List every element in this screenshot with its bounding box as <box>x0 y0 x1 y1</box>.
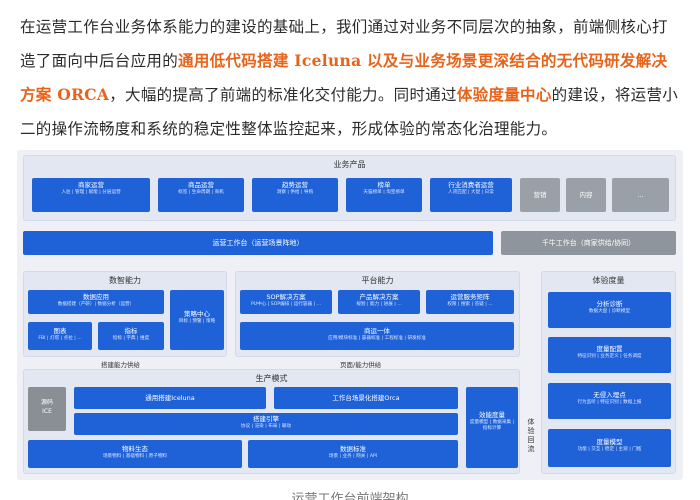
intro-paragraph: 在运营工作台业务体系能力的建设的基础上，我们通过对业务不同层次的抽象，前端侧核心… <box>20 10 682 146</box>
unify-sub: 应用/模块标准 | 容器标准 | 工程标准 | 研发标准 <box>328 336 426 341</box>
business-gray-content: 内容 <box>566 178 606 212</box>
business-gray-marketing: 营销 <box>520 178 560 212</box>
business-item-merchant: 商家运营 入驻 | 管理 | 赋能 | 分层运营 <box>32 178 150 212</box>
business-item-trend: 趋势运营 洞察 | 供给 | 导购 <box>252 178 338 212</box>
experience-item-model: 度量模型 功能 | 交互 | 稳定 | 主观 | 门槛 <box>548 429 671 467</box>
chart-box: 图表 FBI | 灯塔 | 点拉 | ... <box>28 322 92 350</box>
business-item-title: 榜单 <box>377 181 391 189</box>
business-gray-more: ... <box>612 178 669 212</box>
experience-item-sub: 功能 | 交互 | 稳定 | 主观 | 门槛 <box>577 447 642 452</box>
chart-sub: FBI | 灯塔 | 点拉 | ... <box>38 336 82 341</box>
business-gray-title: 内容 <box>579 191 593 199</box>
data-standard-box: 数据标准 场景 | 业务 | 网关 | API <box>248 440 458 468</box>
service-matrix-title: 运营服务矩阵 <box>450 293 490 301</box>
business-item-goods: 商品运营 标签 | 生命周期 | 商机 <box>158 178 244 212</box>
service-matrix-sub: 权限 | 搜索 | 答疑 | ... <box>447 302 493 307</box>
engine-box: 搭建引擎 协议 | 渲染 | 布局 | 联动 <box>74 413 458 435</box>
para-highlight-1: 通用低代码搭建 Iceluna 以及与业务场景更深结合的无代码研发解决方案 OR… <box>20 51 668 104</box>
data-standard-sub: 场景 | 业务 | 网关 | API <box>328 454 378 459</box>
para-text-1: 在运营工作台业务体系能力的建设的基础上，我们通过对业务不同层次的抽象，前端侧核心… <box>20 18 668 70</box>
para-highlight-2: 体验度量中心 <box>456 85 552 104</box>
material-box: 物料生态 场景物料 | 基础物料 | 原子物料 <box>28 440 242 468</box>
sop-sub: PU中心 | SOP编排 | 运行容器 | ... <box>251 302 321 307</box>
experience-item-sub: 数据大盘 | 诊断模型 <box>588 309 631 314</box>
business-item-sub: 人货匹配 | 大促 | 日常 <box>448 190 494 195</box>
business-item-sub: 天猫榜单 | 淘宝榜单 <box>363 190 405 195</box>
source-ice-box: 源码 ICE <box>28 387 66 431</box>
platform-capability-section: 平台能力 SOP解决方案 PU中心 | SOP编排 | 运行容器 | ... 产… <box>235 271 520 357</box>
efficiency-title: 效能度量 <box>479 411 505 419</box>
business-gray-title: 营销 <box>533 191 547 199</box>
business-item-sub: 入驻 | 管理 | 赋能 | 分层运营 <box>61 190 121 195</box>
orca-box: 工作台场景化搭建Orca <box>274 387 458 409</box>
product-solution-box: 产品解决方案 规划 | 能力 | 进展 | ... <box>338 290 420 314</box>
data-app-sub: 数据搭建（产研）| 数据分析（运营） <box>57 302 135 307</box>
business-item-title: 趋势运营 <box>282 181 308 189</box>
material-sub: 场景物料 | 基础物料 | 原子物料 <box>102 454 168 459</box>
orca-title: 工作台场景化搭建Orca <box>332 394 400 402</box>
experience-item-analysis: 分析诊断 数据大盘 | 诊断模型 <box>548 292 671 328</box>
strategy-box: 策略中心 目标 | 预警 | 策略 <box>170 290 224 350</box>
strategy-sub: 目标 | 预警 | 策略 <box>178 319 216 324</box>
experience-item-title: 分析诊断 <box>596 300 623 308</box>
engine-title: 搭建引擎 <box>253 415 279 423</box>
ops-workbench-bar: 运营工作台（运营场景阵地） <box>23 231 493 255</box>
experience-item-tracking: 无侵入埋点 行为监听 | 特征识别 | 数据上报 <box>548 383 671 419</box>
service-matrix-box: 运营服务矩阵 权限 | 搜索 | 答疑 | ... <box>426 290 514 314</box>
iceluna-title: 通用搭建Iceluna <box>145 394 195 402</box>
experience-item-sub: 行为监听 | 特征识别 | 数据上报 <box>577 400 642 405</box>
architecture-diagram: 业务产品 商家运营 入驻 | 管理 | 赋能 | 分层运营 商品运营 标签 | … <box>17 150 683 480</box>
unify-box: 商运一体 应用/模块标准 | 容器标准 | 工程标准 | 研发标准 <box>240 322 514 350</box>
efficiency-box: 效能度量 度量模型 | 数据采集 | 指标计算 <box>466 387 518 468</box>
metric-sub: 指标 | 字典 | 维度 <box>112 336 150 341</box>
material-title: 物料生态 <box>122 445 148 453</box>
business-products-title: 业务产品 <box>333 160 366 169</box>
chart-title: 图表 <box>53 327 67 335</box>
efficiency-sub: 度量模型 | 数据采集 | 指标计算 <box>469 420 515 431</box>
experience-title: 体验度量 <box>592 276 625 285</box>
supply-label-left: 搭建能力供给 <box>101 361 140 369</box>
product-solution-title: 产品解决方案 <box>359 293 399 301</box>
metric-box: 指标 指标 | 字典 | 维度 <box>98 322 164 350</box>
experience-item-sub: 特征识别 | 业务定义 | 任务调度 <box>577 354 642 359</box>
metric-title: 指标 <box>124 327 138 335</box>
experience-item-title: 度量配置 <box>596 345 623 353</box>
qianniu-workbench-bar: 千牛工作台（商家供给/协同） <box>501 231 676 255</box>
data-app-title: 数据应用 <box>83 293 109 301</box>
experience-item-config: 度量配置 特征识别 | 业务定义 | 任务调度 <box>548 337 671 373</box>
business-item-title: 行业消费者运营 <box>448 181 494 189</box>
data-standard-title: 数据标准 <box>340 445 366 453</box>
business-gray-title: ... <box>637 191 644 199</box>
product-solution-sub: 规划 | 能力 | 进展 | ... <box>356 302 402 307</box>
ice-label: ICE <box>42 408 52 415</box>
data-capability-section: 数智能力 数据应用 数据搭建（产研）| 数据分析（运营） 图表 FBI | 灯塔… <box>23 271 227 357</box>
business-item-sub: 洞察 | 供给 | 导购 <box>276 190 314 195</box>
para-text-2: ，大幅的提高了前端的标准化交付能力。同时通过 <box>109 86 457 104</box>
sop-title: SOP解决方案 <box>266 293 306 301</box>
strategy-title: 策略中心 <box>184 310 210 318</box>
production-mode-title: 生产模式 <box>255 374 288 383</box>
platform-capability-title: 平台能力 <box>361 276 394 285</box>
experience-section: 体验度量 分析诊断 数据大盘 | 诊断模型 度量配置 特征识别 | 业务定义 |… <box>541 271 676 474</box>
business-products-section: 业务产品 商家运营 入驻 | 管理 | 赋能 | 分层运营 商品运营 标签 | … <box>23 155 676 221</box>
business-item-title: 商品运营 <box>188 181 214 189</box>
figure-caption: 运营工作台前端架构 <box>291 492 409 500</box>
supply-label-right: 页面/能力供给 <box>340 361 382 369</box>
business-item-ranking: 榜单 天猫榜单 | 淘宝榜单 <box>346 178 422 212</box>
para-text-3: 的建设，将运营小二的操作流畅度和系统的稳定性整体监控起来，形成体验的常态化治理能… <box>20 86 679 138</box>
production-mode-section: 生产模式 源码 ICE 通用搭建Iceluna 工作台场景化搭建Orca 搭建引… <box>23 369 520 474</box>
business-item-consumer: 行业消费者运营 人货匹配 | 大促 | 日常 <box>430 178 512 212</box>
iceluna-box: 通用搭建Iceluna <box>74 387 266 409</box>
source-label: 源码 <box>40 399 53 406</box>
sop-box: SOP解决方案 PU中心 | SOP编排 | 运行容器 | ... <box>240 290 332 314</box>
experience-item-title: 无侵入埋点 <box>593 391 626 399</box>
unify-title: 商运一体 <box>364 327 390 335</box>
business-item-sub: 标签 | 生命周期 | 商机 <box>178 190 224 195</box>
data-capability-title: 数智能力 <box>109 276 141 285</box>
business-item-title: 商家运营 <box>78 181 104 189</box>
engine-sub: 协议 | 渲染 | 布局 | 联动 <box>240 424 292 429</box>
experience-feedback-label: 体验回流 <box>527 418 535 453</box>
data-app-box: 数据应用 数据搭建（产研）| 数据分析（运营） <box>28 290 164 314</box>
experience-item-title: 度量模型 <box>596 438 623 446</box>
